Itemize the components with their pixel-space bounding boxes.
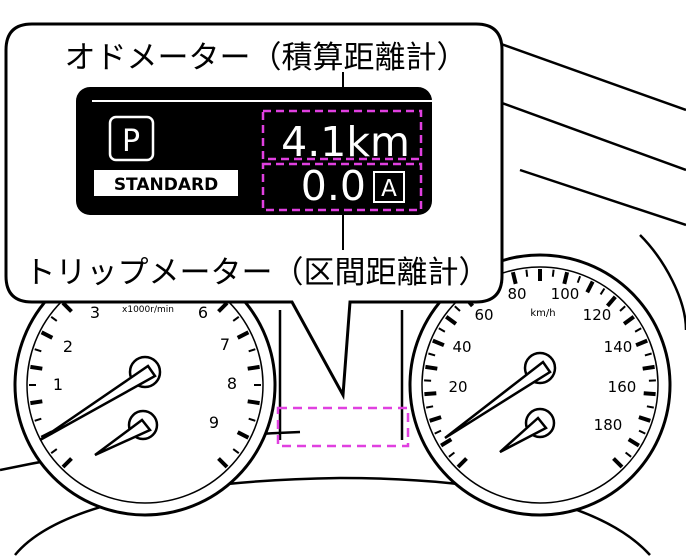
tach-tick-label-3: 3 xyxy=(90,303,100,322)
shift-position-indicator: P xyxy=(122,124,140,159)
trip-indicator-label: A xyxy=(381,176,397,202)
speed-tick-label-60: 60 xyxy=(474,306,493,324)
speed-tick-label-100: 100 xyxy=(551,285,580,303)
tripmeter-callout-label: トリップメーター（区間距離計） xyxy=(25,255,490,291)
speed-tick-label-180: 180 xyxy=(594,416,623,434)
speed-tick-label-120: 120 xyxy=(583,306,612,324)
gauge-tick-mark xyxy=(248,367,260,369)
gauge-tick-mark xyxy=(426,406,433,407)
display-screen: P STANDARD 4.1km 0.0 A xyxy=(76,87,432,215)
speed-tick-label-20: 20 xyxy=(448,378,467,396)
trip-value: 0.0 xyxy=(301,162,366,210)
gauge-tick-mark xyxy=(30,401,42,403)
tach-tick-label-9: 9 xyxy=(209,413,219,432)
tach-tick-label-1: 1 xyxy=(53,375,63,394)
display-location-marker xyxy=(278,408,408,446)
tach-tick-label-2: 2 xyxy=(63,337,73,356)
gauge-tick-mark xyxy=(513,272,516,284)
drive-mode-label: STANDARD xyxy=(114,175,218,195)
gauge-tick-mark xyxy=(30,367,42,369)
gauge-tick-mark xyxy=(644,393,656,394)
speed-tick-label-140: 140 xyxy=(604,338,633,356)
speed-tick-label-40: 40 xyxy=(452,338,471,356)
speed-tick-label-160: 160 xyxy=(608,378,637,396)
gauge-tick-mark xyxy=(553,270,554,277)
gauge-tick-mark xyxy=(526,270,527,277)
gauge-tick-mark xyxy=(424,393,436,394)
speed-unit-label: km/h xyxy=(530,308,555,319)
tach-tick-label-8: 8 xyxy=(227,374,237,393)
tach-tick-label-7: 7 xyxy=(220,335,230,354)
tach-unit-label: x1000r/min xyxy=(122,305,174,315)
gauge-tick-mark xyxy=(643,367,655,369)
gauge-tick-mark xyxy=(647,406,654,407)
gauge-tick-mark xyxy=(425,367,437,369)
gauge-tick-mark xyxy=(564,272,567,284)
tach-tick-label-6: 6 xyxy=(198,303,208,322)
odometer-callout-label: オドメーター（積算距離計） xyxy=(65,40,468,76)
gauge-tick-mark xyxy=(248,401,260,403)
speed-tick-label-80: 80 xyxy=(507,285,526,303)
